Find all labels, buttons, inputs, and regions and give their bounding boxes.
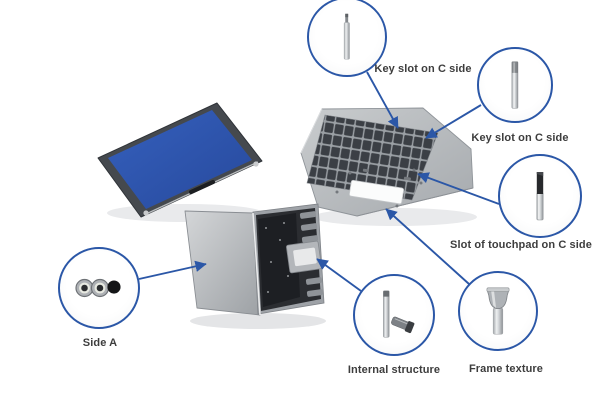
arrow-key-slot-right — [425, 104, 482, 139]
callout-circle-touchpad-slot — [498, 154, 582, 238]
battery-board — [258, 213, 300, 307]
arrow-frame-texture — [385, 208, 470, 285]
keyboard-deck-c-side — [300, 107, 474, 217]
frame-ribs — [299, 211, 324, 297]
hinge-bar — [189, 180, 215, 194]
touchpad-bracket — [286, 240, 322, 274]
end-mill-pair-icon — [383, 290, 415, 338]
callout-label-side-a: Side A — [82, 337, 118, 349]
callout-arrows — [138, 71, 500, 292]
callout-label-touchpad-slot: Slot of touchpad on C side — [450, 239, 592, 251]
dark-tip-cutter-icon — [536, 172, 544, 221]
arrow-internal-structure — [316, 258, 362, 292]
board-specks — [265, 222, 289, 293]
callout-label-key-slot-right: Key slot on C side — [471, 132, 569, 144]
deck-screw-holes — [335, 168, 423, 208]
profile-router-bit-icon — [486, 287, 510, 335]
touchpad-cutout — [348, 179, 405, 205]
opened-laptop — [184, 203, 325, 316]
display-assembly — [97, 102, 263, 218]
straight-milling-cutter-icon — [343, 13, 350, 60]
lid-a-side — [184, 210, 261, 316]
arrow-touchpad-slot — [417, 172, 500, 205]
callout-circle-frame-texture — [458, 271, 538, 351]
callout-label-frame-texture: Frame texture — [468, 363, 544, 375]
callout-circle-internal-structure — [353, 274, 435, 356]
arrow-side-a — [138, 260, 207, 280]
callout-circle-key-slot-right — [477, 47, 553, 123]
callout-label-key-slot-top: Key slot on C side — [374, 63, 472, 75]
spine-highlight — [252, 212, 261, 316]
metal-rod-cutter-icon — [511, 61, 519, 109]
blue-screen — [108, 110, 252, 209]
callout-circle-key-slot-top — [307, 0, 387, 77]
callout-circle-side-a — [58, 247, 140, 329]
lens-rings-icon — [75, 278, 121, 298]
callout-label-internal-structure: Internal structure — [347, 364, 441, 376]
arrow-key-slot-top — [366, 71, 399, 129]
